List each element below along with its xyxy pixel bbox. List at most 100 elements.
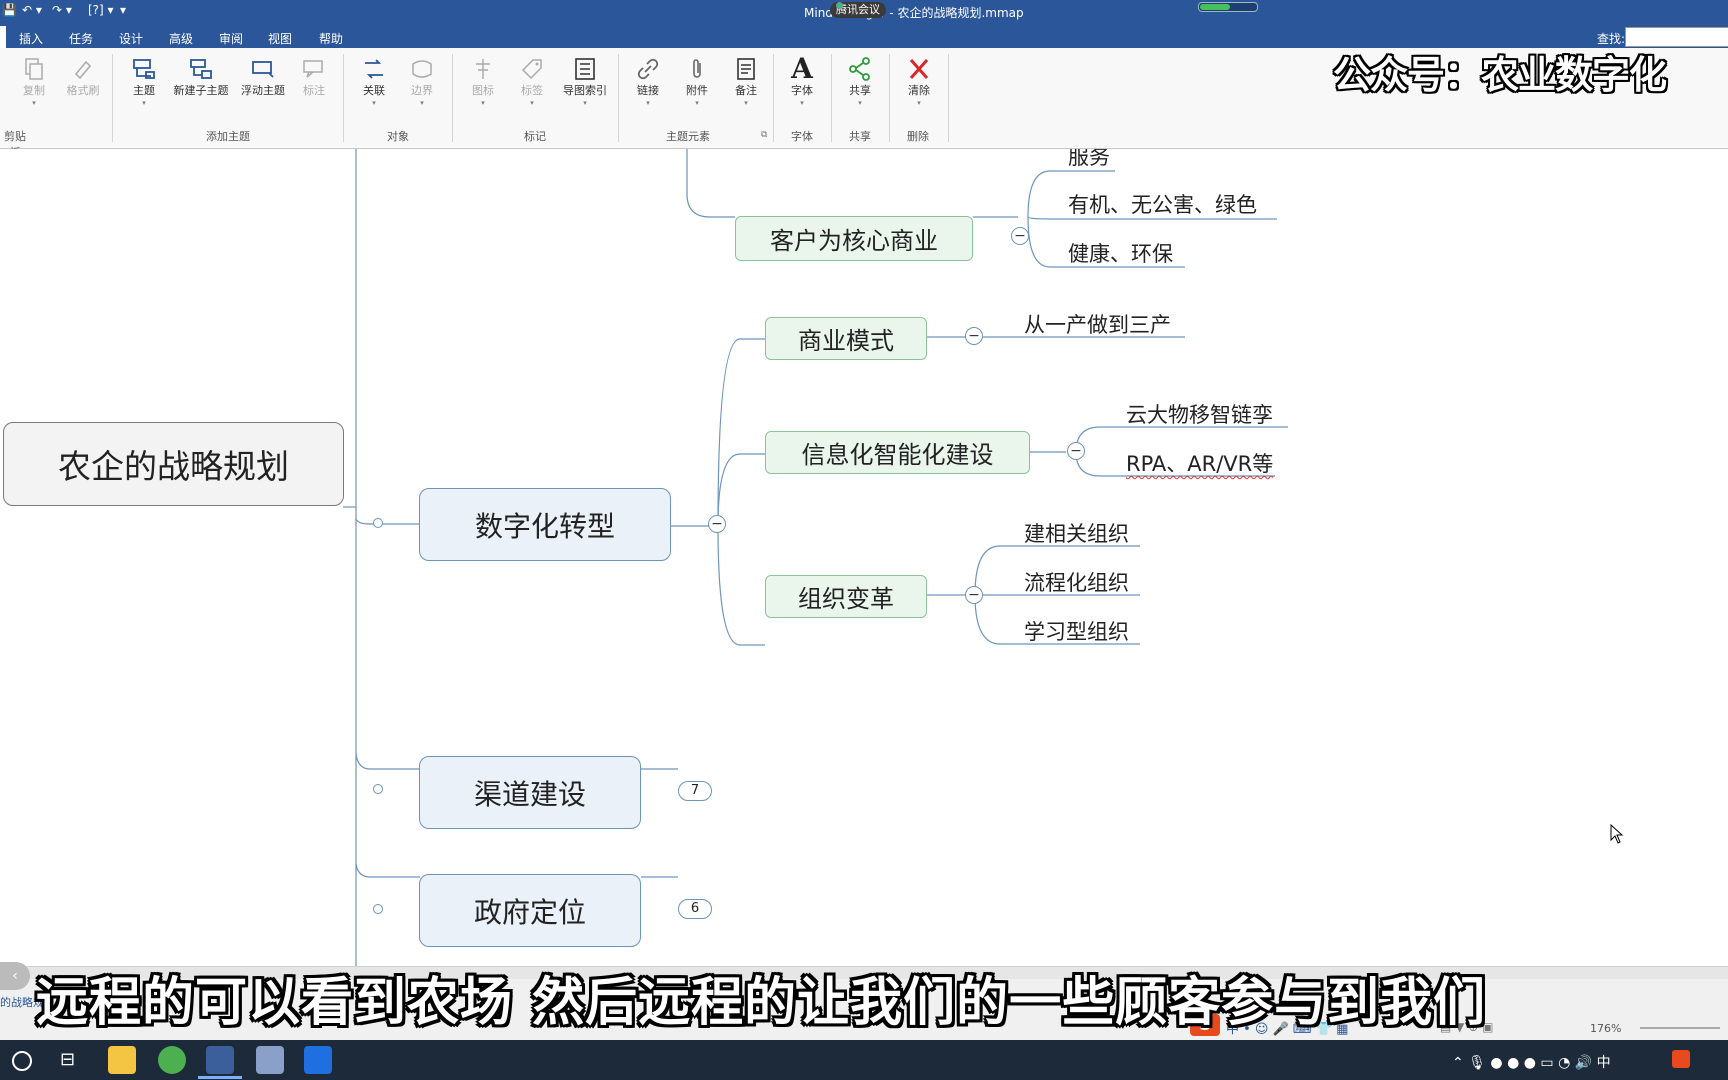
group-object-label: 对象 bbox=[387, 130, 409, 143]
leaf-topic[interactable]: RPA、AR/VR等 bbox=[1126, 452, 1274, 476]
main-topic-digital[interactable]: 数字化转型 bbox=[419, 488, 671, 561]
map-canvas[interactable]: 农企的战略规划 数字化转型 渠道建设 政府定位 7 6 − 客户为核心商业 − … bbox=[0, 149, 1728, 974]
tab-view[interactable]: 视图 bbox=[268, 32, 293, 46]
hidden-count-badge[interactable]: 7 bbox=[678, 781, 712, 801]
boundary-button[interactable]: 边界▾ bbox=[404, 56, 440, 107]
new-subtopic-button[interactable]: 新建子主题 bbox=[170, 56, 232, 98]
group-add-topic-label: 添加主题 bbox=[206, 130, 250, 143]
clear-button[interactable]: 清除▾ bbox=[901, 56, 937, 107]
tab-advanced[interactable]: 高级 bbox=[169, 32, 194, 46]
progress-fill bbox=[1200, 4, 1230, 10]
undo-icon[interactable]: ↶ ▾ bbox=[22, 3, 42, 17]
document-tab[interactable]: 的战略规划 bbox=[0, 996, 55, 1009]
connector-dot bbox=[373, 904, 383, 914]
central-topic[interactable]: 农企的战略规划 bbox=[3, 422, 344, 506]
subtopic-info-build[interactable]: 信息化智能化建设 bbox=[765, 431, 1030, 474]
relationship-icon bbox=[365, 59, 383, 79]
search-label: 查找: bbox=[1597, 32, 1626, 46]
ime-tray-icon[interactable] bbox=[1672, 1050, 1690, 1068]
link-icon bbox=[637, 58, 659, 80]
collapse-toggle[interactable]: − bbox=[965, 586, 983, 604]
map-index-button[interactable]: 导图索引▾ bbox=[560, 56, 610, 107]
taskbar bbox=[0, 1040, 1728, 1080]
main-topic-government[interactable]: 政府定位 bbox=[419, 874, 641, 947]
notes-button[interactable]: 备注▾ bbox=[728, 56, 764, 107]
icon-button[interactable]: 图标▾ bbox=[465, 56, 501, 107]
hidden-count-badge[interactable]: 6 bbox=[678, 899, 712, 919]
tab-review[interactable]: 审阅 bbox=[219, 32, 244, 46]
floating-topic-button[interactable]: 浮动主题 bbox=[238, 56, 288, 98]
zoom-slider[interactable] bbox=[1640, 1027, 1720, 1029]
tab-insert[interactable]: 插入 bbox=[19, 32, 44, 46]
browser-icon[interactable] bbox=[158, 1046, 186, 1074]
task-view-icon[interactable]: ⊟ bbox=[60, 1049, 76, 1070]
main-topic-channel[interactable]: 渠道建设 bbox=[419, 756, 641, 829]
save-icon[interactable]: 💾 bbox=[2, 3, 17, 17]
subtopic-customer-core[interactable]: 客户为核心商业 bbox=[735, 216, 973, 261]
share-button[interactable]: 共享▾ bbox=[842, 56, 878, 107]
boundary-icon bbox=[412, 60, 432, 78]
brush-icon bbox=[74, 60, 92, 80]
paint-icon[interactable] bbox=[256, 1046, 284, 1074]
scroll-left-icon[interactable]: ‹ bbox=[0, 962, 30, 990]
meeting-status-icon bbox=[836, 2, 843, 9]
view-controls-icon[interactable]: ▤ ▼ ⊕ ▣ bbox=[1440, 1020, 1494, 1034]
collapse-toggle[interactable]: − bbox=[708, 515, 726, 533]
leaf-topic[interactable]: 流程化组织 bbox=[1024, 571, 1129, 595]
clear-label: 清除 bbox=[908, 84, 930, 97]
tray-icons[interactable]: ⌃ 🎙 ● ● ● ▭ ◔ 🔊 中 bbox=[1452, 1055, 1611, 1071]
ime-toolbar-icon[interactable]: 中 • ☺ 🎤 ⌨ 👕 ▦ bbox=[1226, 1022, 1349, 1037]
progress-bar bbox=[1198, 2, 1258, 12]
callout-button[interactable]: 标注 bbox=[296, 56, 332, 98]
leaf-topic[interactable]: 服务 bbox=[1068, 149, 1110, 169]
mindmanager-icon[interactable] bbox=[206, 1046, 234, 1074]
tab-task[interactable]: 任务 bbox=[69, 32, 94, 46]
leaf-topic[interactable]: 云大物移智链孪 bbox=[1126, 403, 1273, 427]
active-app-indicator bbox=[198, 1076, 242, 1079]
file-explorer-icon[interactable] bbox=[108, 1046, 136, 1074]
leaf-topic[interactable]: 从一产做到三产 bbox=[1024, 313, 1171, 337]
collapse-toggle[interactable]: − bbox=[1067, 442, 1085, 460]
leaf-topic[interactable]: 学习型组织 bbox=[1024, 620, 1129, 644]
subtopic-org-change[interactable]: 组织变革 bbox=[765, 575, 927, 618]
attachment-button[interactable]: 附件▾ bbox=[679, 56, 715, 107]
notes-label: 备注 bbox=[735, 84, 757, 97]
tab-help[interactable]: 帮助 bbox=[319, 32, 344, 46]
ribbon-divider bbox=[343, 54, 344, 142]
horizontal-scrollbar[interactable] bbox=[0, 966, 1728, 979]
format-painter-button[interactable]: 格式刷 bbox=[62, 56, 104, 98]
relationship-button[interactable]: 关联▾ bbox=[356, 56, 392, 107]
attachment-label: 附件 bbox=[686, 84, 708, 97]
new-subtopic-label: 新建子主题 bbox=[173, 84, 229, 97]
customize-qat-icon[interactable]: ▾ bbox=[120, 3, 127, 17]
leaf-topic[interactable]: 建相关组织 bbox=[1024, 522, 1129, 546]
leaf-topic[interactable]: 有机、无公害、绿色 bbox=[1068, 193, 1257, 217]
link-button[interactable]: 链接▾ bbox=[630, 56, 666, 107]
collapse-toggle[interactable]: − bbox=[965, 327, 983, 345]
search-icon[interactable] bbox=[12, 1051, 32, 1071]
copy-button[interactable]: 复制▾ bbox=[16, 56, 52, 107]
leaf-topic[interactable]: 健康、环保 bbox=[1068, 242, 1173, 266]
meeting-app-icon[interactable] bbox=[304, 1046, 332, 1074]
font-label: 字体 bbox=[791, 84, 813, 97]
collapse-toggle[interactable]: − bbox=[1011, 227, 1029, 245]
subtopic-icon bbox=[190, 59, 212, 79]
tag-button[interactable]: 标签▾ bbox=[514, 56, 550, 107]
dialog-launcher-icon[interactable]: ⧉ bbox=[761, 130, 768, 140]
subtopic-business-model[interactable]: 商业模式 bbox=[765, 317, 927, 360]
tag-label: 标签 bbox=[521, 84, 543, 97]
group-font-label: 字体 bbox=[791, 130, 813, 143]
search-input[interactable] bbox=[1625, 27, 1728, 47]
font-button[interactable]: A 字体▾ bbox=[791, 52, 813, 108]
help-icon[interactable]: [?] ▾ bbox=[88, 3, 114, 17]
redo-icon[interactable]: ↷ ▾ bbox=[52, 3, 72, 17]
connector-lines bbox=[343, 149, 1288, 974]
tab-design[interactable]: 设计 bbox=[119, 32, 144, 46]
ime-logo-icon[interactable]: S bbox=[1190, 1014, 1220, 1036]
meeting-badge[interactable]: 腾讯会议 bbox=[830, 2, 886, 18]
mouse-cursor-icon bbox=[1610, 824, 1624, 844]
icon-label: 图标 bbox=[472, 84, 494, 97]
ribbon-divider bbox=[773, 54, 774, 142]
topic-button[interactable]: 主题▾ bbox=[126, 56, 162, 107]
ribbon-divider bbox=[831, 54, 832, 142]
